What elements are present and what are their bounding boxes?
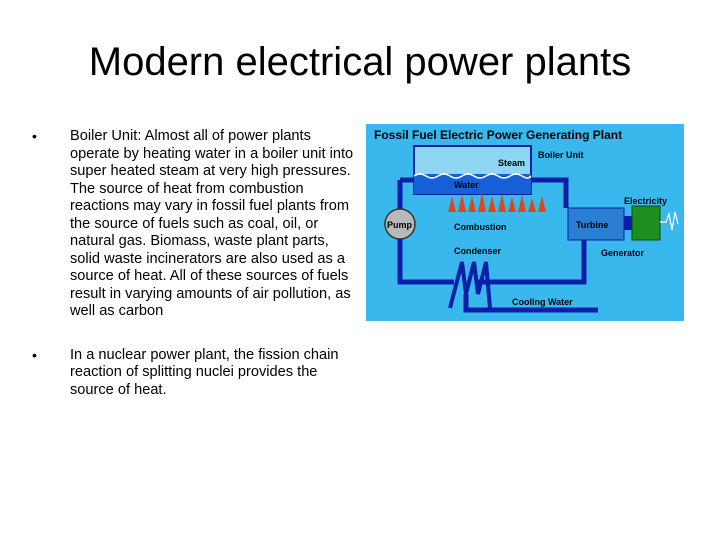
condenser-coil-icon	[448, 261, 492, 309]
label-cooling-water: Cooling Water	[512, 297, 573, 307]
generator	[631, 205, 661, 241]
label-generator: Generator	[601, 248, 645, 258]
combustion-flames-icon	[448, 192, 546, 212]
pipe-left-lower	[397, 236, 454, 285]
label-condenser: Condenser	[454, 246, 502, 256]
bullet-list: • Boiler Unit: Almost all of power plant…	[30, 128, 360, 425]
label-water: Water	[454, 180, 479, 190]
pipe-steam-out	[531, 177, 569, 208]
label-electricity: Electricity	[624, 196, 667, 206]
bullet-item: • In a nuclear power plant, the fission …	[30, 347, 360, 400]
bullet-text: In a nuclear power plant, the fission ch…	[70, 346, 339, 398]
electricity-icon	[660, 211, 679, 231]
label-pump: Pump	[387, 220, 413, 230]
slide-title: Modern electrical power plants	[88, 40, 632, 84]
pump-icon	[384, 208, 416, 240]
pipe-condenser-return	[476, 240, 587, 285]
label-boiler-unit: Boiler Unit	[538, 150, 584, 160]
bullet-marker: •	[32, 128, 37, 144]
label-steam: Steam	[498, 158, 525, 168]
boiler-water	[414, 174, 531, 194]
bullet-text: Boiler Unit: Almost all of power plants …	[70, 128, 354, 319]
label-turbine: Turbine	[576, 220, 608, 230]
label-combustion: Combustion	[454, 222, 507, 232]
water-surface	[413, 173, 532, 179]
bullet-marker: •	[32, 346, 37, 363]
shaft	[624, 216, 632, 230]
cooling-water-pipe	[463, 294, 598, 313]
diagram-title: Fossil Fuel Electric Power Generating Pl…	[374, 128, 622, 142]
power-plant-diagram: Fossil Fuel Electric Power Generating Pl…	[366, 124, 684, 321]
bullet-item: • Boiler Unit: Almost all of power plant…	[30, 128, 360, 321]
